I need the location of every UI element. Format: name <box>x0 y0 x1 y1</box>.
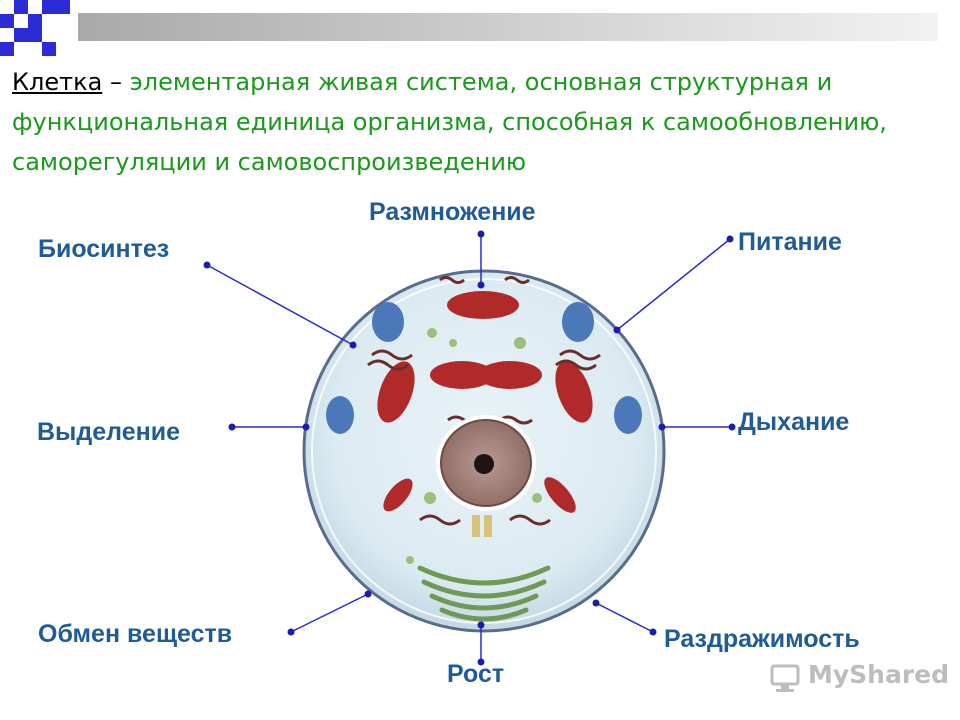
definition-term: Клетка <box>12 68 103 96</box>
decor-square <box>14 28 28 42</box>
mitochondrion <box>447 291 519 319</box>
mitochondrion <box>377 361 415 423</box>
vacuole <box>614 396 642 434</box>
definition-text: элементарная живая система, основная стр… <box>12 68 887 176</box>
connector-dots <box>203 230 736 666</box>
vacuole <box>326 396 354 434</box>
endoplasmic-reticulum <box>367 276 601 526</box>
vacuole <box>372 302 404 342</box>
connector-nutrition <box>616 238 731 331</box>
connector-metabolism <box>290 593 369 633</box>
definition-dash: – <box>102 68 130 96</box>
watermark-text: MyShared <box>808 660 950 689</box>
decor-square <box>28 0 42 14</box>
decor-square <box>42 14 56 28</box>
decor-square <box>0 42 14 56</box>
granules <box>406 328 542 564</box>
decor-square <box>28 14 42 28</box>
nucleolus <box>474 454 494 474</box>
label-biosynthesis: Биосинтез <box>38 235 170 263</box>
mitochondrion <box>555 361 593 423</box>
decor-square <box>42 42 56 56</box>
decor-square <box>14 14 28 28</box>
connector-lines <box>206 234 732 662</box>
mitochondrion <box>544 477 576 513</box>
connector-biosynthesis <box>206 264 354 346</box>
decor-square <box>42 0 56 14</box>
definition-paragraph: Клетка – элементарная живая система, осн… <box>12 62 947 182</box>
decor-square <box>0 14 14 28</box>
decor-square <box>28 28 42 42</box>
cell-membrane-inner <box>311 278 657 624</box>
top-decoration <box>0 0 960 56</box>
label-respiration: Дыхание <box>738 408 850 436</box>
decor-square <box>56 0 70 14</box>
golgi-apparatus <box>417 565 551 622</box>
connector-irritability <box>595 602 654 633</box>
decor-square <box>42 28 56 42</box>
vacuole <box>562 302 594 342</box>
monitor-icon <box>770 664 800 692</box>
centrioles <box>472 515 492 537</box>
mitochondrion <box>478 361 542 389</box>
label-irritability: Раздражимость <box>664 625 860 653</box>
mitochondrion <box>430 361 494 389</box>
decor-square <box>14 0 28 14</box>
label-excretion: Выделение <box>37 418 181 446</box>
label-metabolism: Обмен веществ <box>38 620 233 648</box>
label-nutrition: Питание <box>738 228 842 256</box>
label-reproduction: Размножение <box>369 198 536 226</box>
mitochondrion <box>383 478 413 512</box>
label-growth: Рост <box>447 660 505 688</box>
top-gradient-bar <box>78 13 938 41</box>
